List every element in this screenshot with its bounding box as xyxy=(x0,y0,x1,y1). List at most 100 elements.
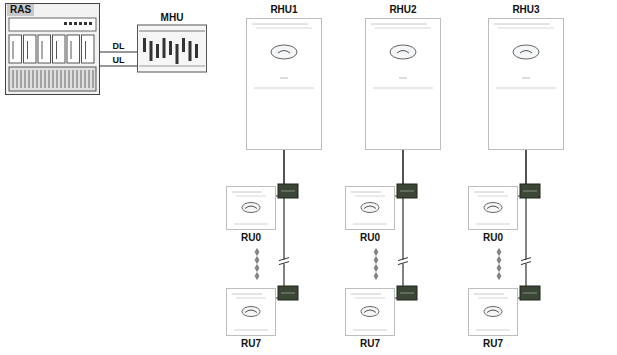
logo-swoosh xyxy=(364,206,376,209)
vent-slot xyxy=(57,70,58,88)
led xyxy=(69,22,72,25)
hub-port xyxy=(176,44,179,64)
coupler-box xyxy=(520,286,540,300)
unit-label: RHU3 xyxy=(511,4,540,16)
unit-label: RHU1 xyxy=(269,4,298,16)
faint-print xyxy=(351,192,381,193)
card-detail xyxy=(71,41,72,59)
remote-hub-unit: RHU3 xyxy=(488,4,564,150)
led xyxy=(64,22,67,25)
faint-print xyxy=(478,196,508,197)
faint-print xyxy=(280,78,288,79)
hub-port xyxy=(163,38,166,58)
rack-card xyxy=(53,35,66,63)
continuation-dot xyxy=(374,265,378,272)
faint-print xyxy=(353,224,387,225)
unit-housing xyxy=(366,19,441,150)
rack-shelf xyxy=(9,18,96,31)
faint-print xyxy=(494,24,550,25)
device-illustration xyxy=(5,3,100,95)
coupler-box xyxy=(278,184,298,198)
link-label: DL xyxy=(112,41,126,51)
cable-connector xyxy=(395,150,403,298)
rack-card xyxy=(82,35,95,63)
faint-print xyxy=(355,298,385,299)
logo-oval xyxy=(242,203,260,213)
remote-hub-unit: RHU2 xyxy=(365,4,441,150)
vent-slot xyxy=(69,70,70,88)
vent-slot xyxy=(49,70,50,88)
unit-housing xyxy=(469,289,518,336)
rack-label: RAS xyxy=(7,4,34,16)
faint-print xyxy=(474,192,504,193)
unit-label: RU7 xyxy=(240,338,262,350)
logo-swoosh xyxy=(278,51,290,54)
vent-slot xyxy=(93,70,94,88)
logo-oval xyxy=(271,45,297,59)
vent-slot xyxy=(65,70,66,88)
card-detail xyxy=(13,41,14,59)
logo-oval xyxy=(484,307,502,317)
unit-label: RHU2 xyxy=(388,4,417,16)
vent-slot xyxy=(81,70,82,88)
cable-connector xyxy=(100,65,137,66)
faint-print xyxy=(496,88,556,89)
logo-swoosh xyxy=(520,51,532,54)
card-detail xyxy=(85,41,86,59)
unit-housing xyxy=(346,289,395,336)
hub-port xyxy=(182,38,185,52)
unit-housing xyxy=(346,187,395,230)
coupler-box xyxy=(278,286,298,300)
card-detail xyxy=(42,41,43,59)
continuation-dot xyxy=(497,249,501,256)
remote-unit: RU0 xyxy=(468,186,518,244)
hub-trim xyxy=(139,31,205,32)
faint-print xyxy=(355,196,385,197)
vent-slot xyxy=(77,70,78,88)
continuation-dot xyxy=(497,273,501,280)
faint-print xyxy=(236,196,266,197)
vent-slot xyxy=(85,70,86,88)
faint-print xyxy=(351,294,381,295)
main-hub-unit: MHU xyxy=(137,12,207,74)
faint-print xyxy=(474,294,504,295)
rack-unit: RAS xyxy=(5,3,100,95)
card-detail xyxy=(56,41,57,59)
vent-slot xyxy=(41,70,42,88)
vent-slot xyxy=(17,70,18,88)
unit-housing xyxy=(469,187,518,230)
hub-housing xyxy=(138,25,207,72)
vent-slot xyxy=(53,70,54,88)
logo-swoosh xyxy=(245,206,257,209)
led xyxy=(84,22,87,25)
logo-swoosh xyxy=(245,310,257,313)
vent-slot xyxy=(61,70,62,88)
cable-break xyxy=(279,258,289,265)
faint-print xyxy=(371,24,427,25)
faint-print xyxy=(522,78,530,79)
vent-slot xyxy=(37,70,38,88)
coupler-box xyxy=(520,184,540,198)
coupler-detail xyxy=(400,293,414,294)
vent-slot xyxy=(45,70,46,88)
remote-unit: RU0 xyxy=(345,186,395,244)
led xyxy=(79,22,82,25)
remote-hub-unit: RHU1 xyxy=(246,4,322,150)
logo-swoosh xyxy=(487,206,499,209)
unit-housing xyxy=(227,289,276,336)
vent-slot xyxy=(13,70,14,88)
rack-card xyxy=(9,35,22,63)
faint-print xyxy=(353,330,387,331)
continuation-dot xyxy=(374,257,378,264)
coupler-detail xyxy=(523,293,537,294)
rack-card xyxy=(67,35,80,63)
device-illustration xyxy=(365,4,441,150)
led xyxy=(89,22,92,25)
coupler-box xyxy=(397,184,417,198)
logo-swoosh xyxy=(487,310,499,313)
faint-print xyxy=(498,28,554,29)
remote-unit: RU7 xyxy=(345,288,395,350)
coupler-detail xyxy=(281,293,295,294)
rack-card xyxy=(38,35,51,63)
continuation-dot xyxy=(255,273,259,280)
